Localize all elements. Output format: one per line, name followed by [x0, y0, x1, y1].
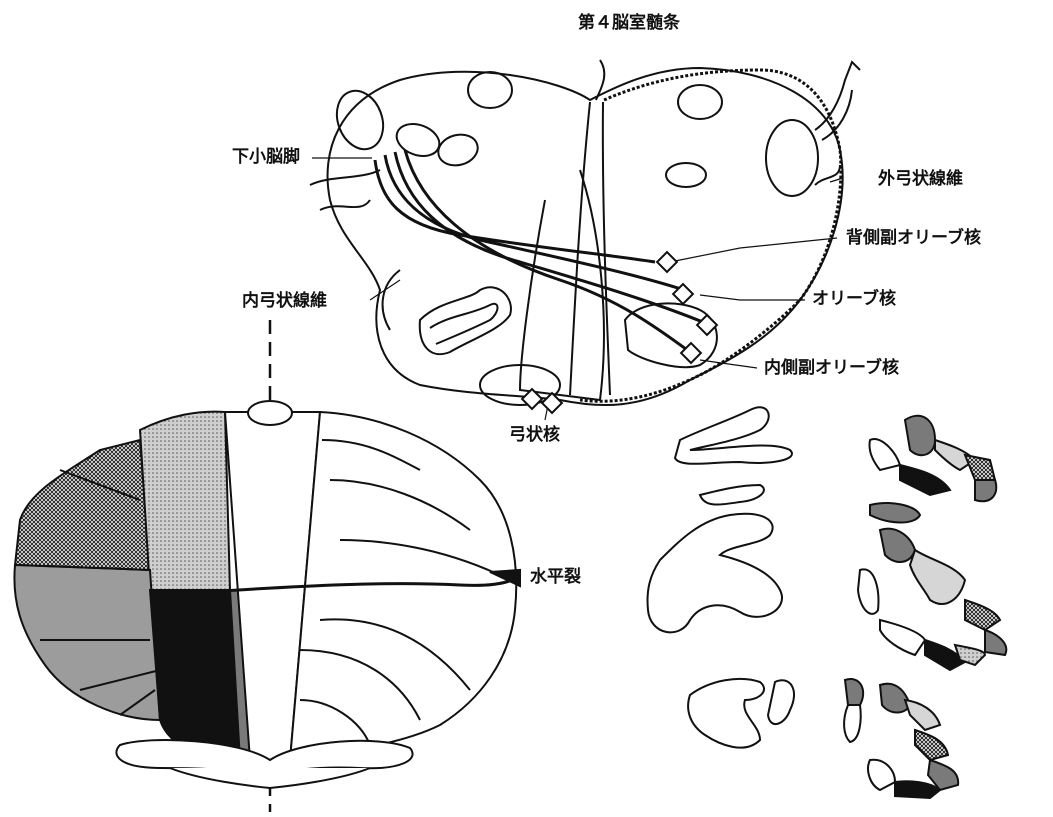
label-horizontal-fissure: 水平裂 [530, 567, 581, 587]
label-internal-arcuate-fibers: 内弓状線維 [242, 291, 327, 311]
olive-sections-shaded [843, 414, 1008, 800]
region-light-dots [138, 410, 232, 591]
medulla-section [309, 59, 861, 421]
olive-sections-outline [646, 406, 795, 749]
inferior-olive-right [623, 302, 718, 369]
label-fourth-ventricle-striae: 第４脳室髄条 [578, 13, 680, 33]
cerebellum [13, 400, 521, 790]
horizontal-fissure-line [149, 578, 513, 597]
raphe [569, 101, 591, 396]
fissure-arrow [489, 568, 521, 588]
region-black [148, 589, 242, 762]
inferior-olive-left [418, 286, 512, 356]
medulla-outline [326, 66, 844, 407]
label-arcuate-nucleus: 弓状核 [509, 425, 560, 445]
region-crosshatch [13, 438, 152, 572]
nucleus-oval [335, 89, 385, 151]
label-dorsal-accessory-olive: 背側副オリーブ核 [846, 228, 981, 248]
label-inferior-cerebellar-peduncle: 下小脳脚 [232, 147, 300, 167]
region-mid-gray [13, 563, 162, 722]
label-medial-accessory-olive: 内側副オリーブ核 [764, 358, 899, 378]
label-external-arcuate-fibers: 外弓状線維 [878, 169, 963, 189]
label-olivary-nucleus: オリーブ核 [812, 289, 896, 309]
